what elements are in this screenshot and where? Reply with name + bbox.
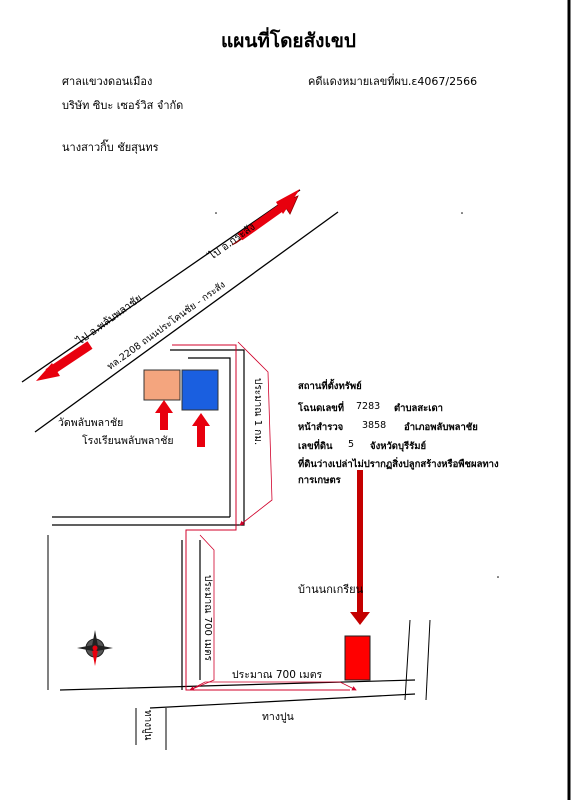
side-road-outer — [52, 349, 245, 526]
right-road-1 — [404, 619, 411, 701]
defendant-name: นางสาวกิ๊บ ชัยสุนทร — [62, 141, 159, 154]
survey-label: หน้าสำรวจ — [298, 422, 344, 433]
property-marker — [344, 635, 371, 681]
side-road-inner — [188, 357, 231, 517]
label-concrete-road-left: ทางปูน — [142, 710, 153, 740]
case-number: คดีแดงหมายเลขที่ผบ.ε4067/2566 — [308, 75, 478, 88]
bottom-road-top — [59, 679, 416, 691]
temple-building — [143, 369, 181, 401]
arrow-up-school — [192, 413, 210, 447]
description-line-2: การเกษตร — [298, 475, 341, 486]
court-name: ศาลแขวงดอนเมือง — [62, 75, 153, 88]
deed-value: 7283 — [356, 401, 381, 412]
route-1km-bracket — [237, 341, 273, 526]
school-building — [181, 369, 219, 411]
subdistrict: ตำบลสะเดา — [394, 403, 444, 414]
description-line-1: ที่ดินว่างเปล่าไม่ปรากฏสิ่งปลูกสร้างหรือ… — [298, 459, 499, 470]
right-road-2 — [425, 619, 431, 701]
highway-edge-upper — [21, 189, 301, 383]
deed-label: โฉนดเลขที่ — [298, 403, 345, 414]
label-700-horizontal: ประมาณ 700 เมตร — [232, 669, 323, 681]
land-label: เลขที่ดิน — [298, 441, 333, 452]
district: อำเภอพลับพลาชัย — [404, 422, 478, 433]
arrow-up-temple — [155, 400, 173, 430]
survey-value: 3858 — [362, 420, 387, 431]
route-line — [172, 344, 350, 691]
highway-edge-lower — [34, 211, 339, 433]
page-title: แผนที่โดยสังเขป — [221, 30, 356, 52]
land-value: 5 — [348, 439, 355, 450]
plaintiff-company: บริษัท ซิบะ เซอร์วิส จำกัด — [62, 99, 184, 112]
arrow-to-phlapphlachai — [36, 341, 93, 381]
route-700-horizontal-bracket — [189, 681, 357, 691]
route-700-vertical-bracket — [189, 534, 215, 691]
label-school: โรงเรียนพลับพลาชัย — [82, 434, 174, 447]
label-1km: ประมาณ 1 กม. — [252, 378, 263, 445]
compass-rose-icon — [77, 630, 113, 666]
label-700-vertical: ประมาณ 700 เมตร — [202, 575, 213, 662]
label-to-phlapphlachai: ไป อ.พลับพลาชัย — [73, 291, 144, 348]
province: จังหวัดบุรีรัมย์ — [370, 441, 427, 452]
label-village: บ้านนกเกรียน — [298, 583, 364, 596]
label-temple: วัดพลับพลาชัย — [58, 417, 123, 429]
bottom-road-bottom — [149, 693, 416, 709]
arrow-down-property — [350, 470, 370, 625]
arrow-to-krasang — [231, 189, 300, 246]
label-to-krasang: ไป อ.กระสัง — [205, 220, 257, 263]
label-concrete-road-bottom: ทางปูน — [262, 711, 294, 723]
property-heading: สถานที่ตั้งทรัพย์ — [298, 381, 362, 392]
